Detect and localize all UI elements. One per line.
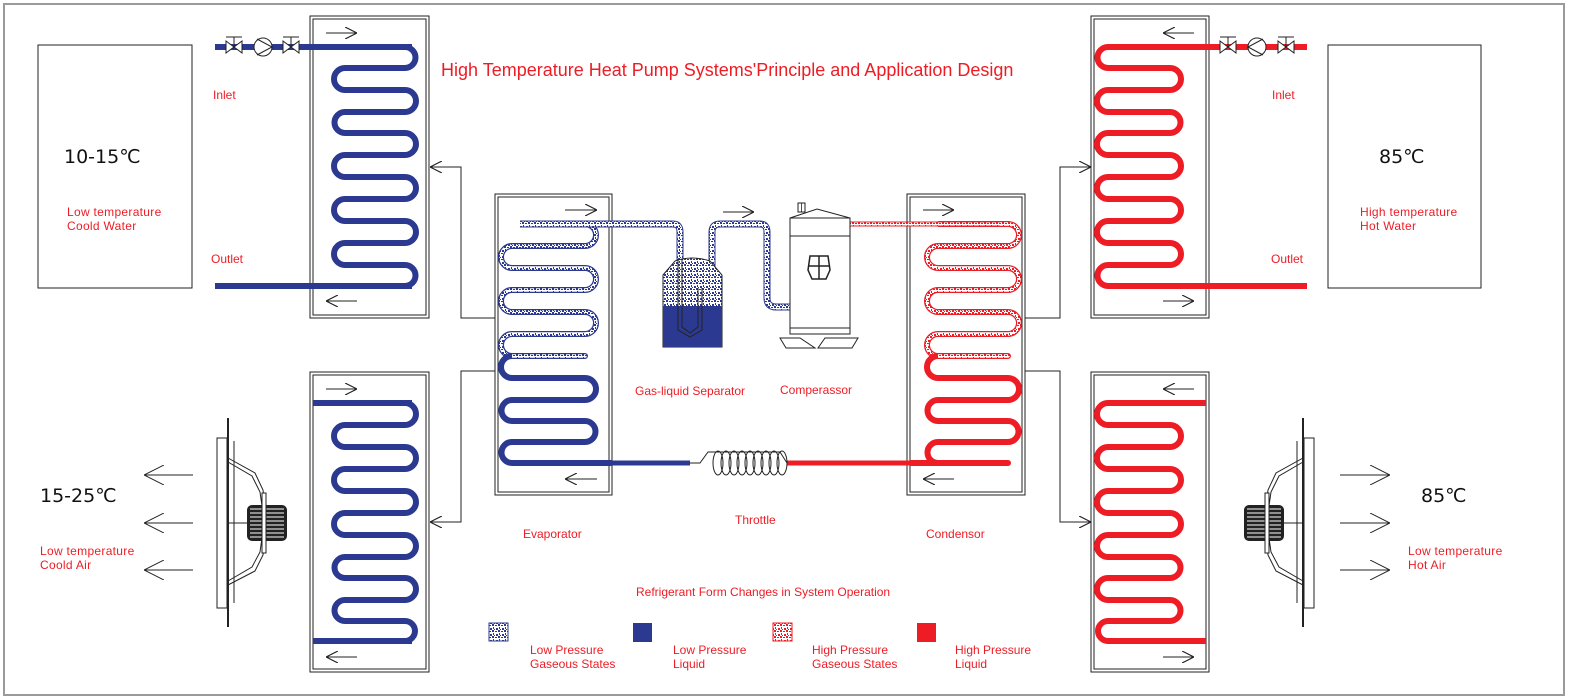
cold-water-desc-2: Coold Water — [67, 219, 137, 233]
hot-air-fan — [1244, 418, 1315, 627]
throttle-loop — [736, 450, 748, 476]
condenser-box — [906, 193, 1026, 496]
fan-motor-icon — [247, 505, 287, 541]
cold-water-tank — [37, 44, 193, 289]
hot-water-exchanger-box — [1090, 15, 1210, 319]
legend-item-2-line1: Low Pressure — [673, 643, 747, 657]
pump-icon — [253, 37, 273, 57]
pump-icon — [1247, 37, 1267, 57]
gas-liquid-separator — [662, 257, 723, 348]
throttle-loop — [768, 450, 780, 476]
legend-swatch-low-pressure-liquid — [633, 623, 652, 642]
hot-air-temperature: 85℃ — [1421, 485, 1467, 507]
cold-air-fan — [216, 418, 287, 627]
cold-water-temperature: 10-15℃ — [64, 146, 141, 168]
legend-item-1-line2: Gaseous States — [530, 657, 616, 671]
separator-label: Gas-liquid Separator — [635, 384, 746, 398]
cold-air-coil — [313, 400, 419, 644]
throttle-loop — [776, 450, 788, 476]
throttle-label: Throttle — [735, 513, 776, 527]
cold-air-desc-2: Coold Air — [40, 558, 92, 572]
compressor — [779, 202, 859, 349]
throttle-loop — [728, 450, 740, 476]
cold-air-desc-1: Low temperature — [40, 544, 135, 558]
throttle-loop — [744, 450, 756, 476]
throttle-loop — [712, 450, 724, 476]
legend-item-3-line1: High Pressure — [812, 643, 889, 657]
hot-outlet-label: Outlet — [1271, 252, 1304, 266]
hot-air-desc-1: Low temperature — [1408, 544, 1503, 558]
fan-motor-icon — [1244, 505, 1284, 541]
condenser-label: Condensor — [926, 527, 985, 541]
hot-water-desc-1: High temperature — [1360, 205, 1458, 219]
throttle-loop — [760, 450, 772, 476]
hot-air-flow-arrows — [1340, 475, 1390, 570]
evaporator-to-cold-water-link — [430, 167, 495, 319]
legend-swatch-high-pressure-liquid — [917, 623, 936, 642]
legend-item-4-line1: High Pressure — [955, 643, 1032, 657]
legend-item-2-line2: Liquid — [673, 657, 706, 671]
cold-air-exchanger-box — [309, 371, 430, 673]
hot-inlet-valves-and-pump — [1219, 36, 1295, 57]
cold-inlet-valves-and-pump — [225, 36, 300, 57]
cold-outlet-label: Outlet — [211, 252, 244, 266]
throttle-loop — [720, 450, 732, 476]
hot-inlet-label: Inlet — [1272, 88, 1295, 102]
throttle-coil — [690, 450, 788, 476]
compressor-label: Comperassor — [780, 383, 853, 397]
hot-air-desc-2: Hot Air — [1408, 558, 1447, 572]
evaporator-coil-liquid — [498, 353, 612, 466]
condenser-coil-liquid — [910, 353, 1022, 466]
cold-water-coil — [313, 44, 419, 289]
legend-item-1-line1: Low Pressure — [530, 643, 604, 657]
throttle-loop — [752, 450, 764, 476]
cold-air-flow-arrows — [144, 475, 193, 570]
cold-water-exchanger-box — [309, 15, 430, 319]
separator-to-compressor-line — [708, 220, 790, 311]
evaporator-to-cold-air-link — [430, 370, 495, 522]
legend-swatch-high-pressure-gas — [772, 622, 793, 642]
hot-water-temperature: 85℃ — [1379, 146, 1425, 168]
hot-water-tank — [1327, 44, 1482, 289]
condenser-to-hot-air-link — [1025, 370, 1091, 522]
condenser-to-hot-water-link — [1025, 167, 1091, 319]
legend-title: Refrigerant Form Changes in System Opera… — [636, 585, 891, 599]
evaporator-label: Evaporator — [523, 527, 582, 541]
hot-air-coil — [1094, 400, 1206, 644]
diagram-title: High Temperature Heat Pump Systems'Princ… — [441, 60, 1014, 80]
legend-item-4-line2: Liquid — [955, 657, 988, 671]
evaporator-box — [494, 193, 613, 496]
cold-water-desc-1: Low temperature — [67, 205, 162, 219]
legend-swatch-low-pressure-gas — [488, 622, 509, 642]
cold-air-temperature: 15-25℃ — [40, 485, 117, 507]
legend-item-3-line2: Gaseous States — [812, 657, 898, 671]
hot-water-desc-2: Hot Water — [1360, 219, 1417, 233]
hot-air-exchanger-box — [1090, 371, 1210, 673]
cold-inlet-label: Inlet — [213, 88, 236, 102]
hot-water-coil — [1094, 44, 1206, 289]
